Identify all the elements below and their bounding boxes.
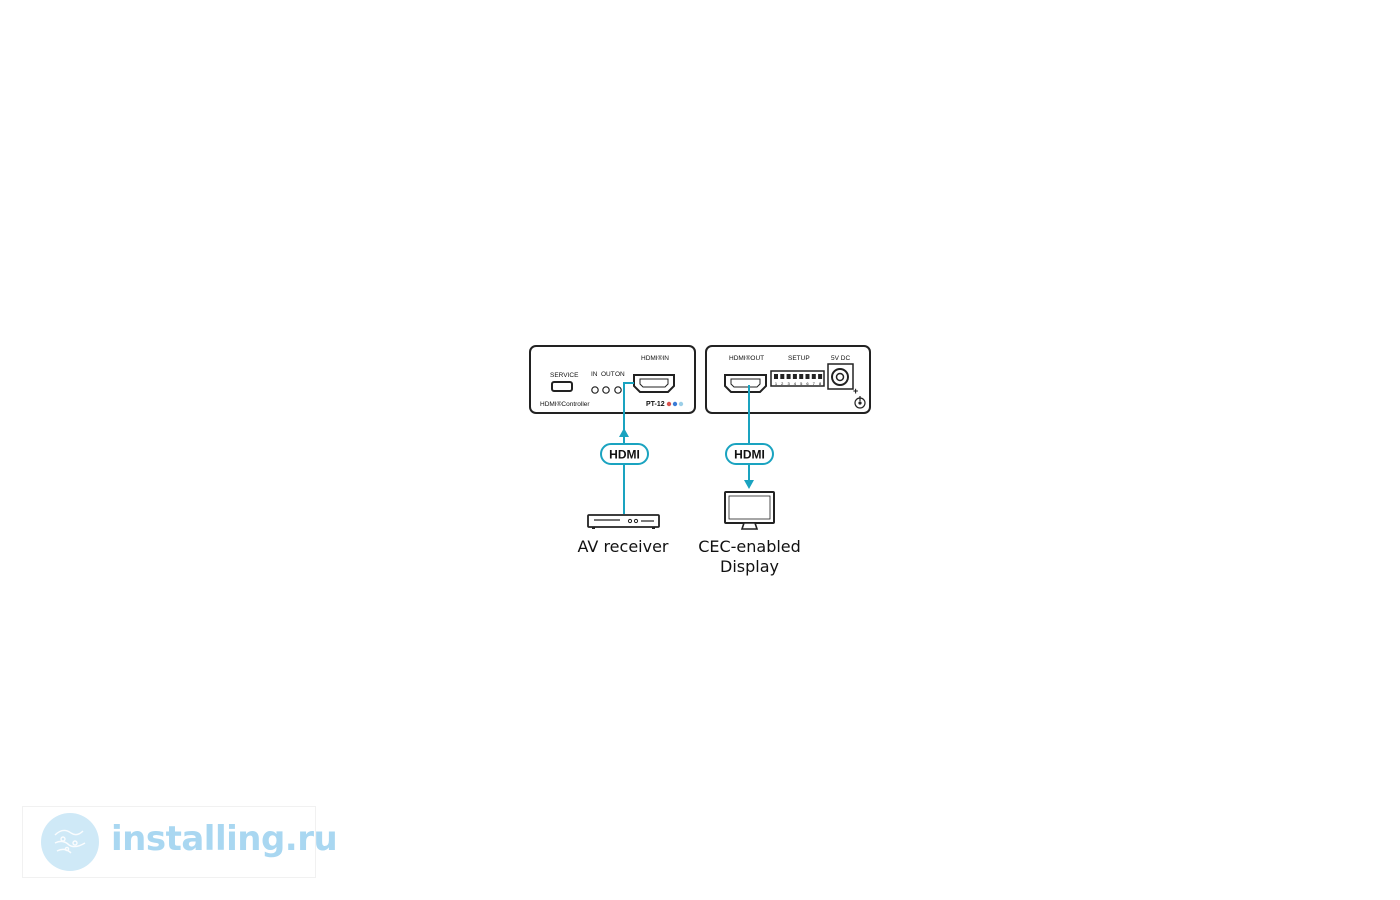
display-screen-icon	[728, 495, 771, 520]
power-label: 5V DC	[831, 355, 850, 362]
av-receiver-device: AV receiver	[578, 514, 669, 556]
led-label-out: OUT	[601, 371, 615, 378]
left-cable-label: HDMI	[609, 448, 640, 462]
controller-label: HDMI®Controller	[540, 400, 590, 408]
right-cable-pill	[725, 443, 774, 465]
hdmi-in-label: HDMI®IN	[641, 354, 669, 362]
av-receiver-button-icon	[633, 518, 639, 524]
left-cable-pill	[600, 443, 649, 465]
display-label-line1: CEC-enabled	[698, 537, 801, 556]
watermark-text: installing.ru	[111, 819, 338, 859]
brand-dot-red	[666, 401, 672, 407]
dip-switch-icon	[786, 374, 791, 379]
dip-switch-number: 1	[775, 381, 778, 386]
brand-dot-blue	[672, 401, 678, 407]
led-in-icon	[591, 386, 599, 394]
model-label: PT-12	[646, 401, 665, 408]
polarity-dot-icon	[858, 401, 862, 405]
hdmi-out-label: HDMI®OUT	[729, 354, 764, 362]
av-receiver-icon	[587, 514, 660, 528]
left-cable-line	[623, 382, 634, 514]
right-cable-arrow-icon	[744, 480, 754, 489]
dip-switch-number: 6	[806, 381, 809, 386]
dip-switch-icon	[774, 374, 778, 379]
led-out-icon	[602, 386, 610, 394]
display-stand-icon	[740, 522, 759, 530]
service-label: SERVICE	[550, 372, 579, 379]
dip-switch-icon	[799, 374, 804, 379]
dip-switch-icon	[811, 374, 816, 379]
led-label-in: IN	[591, 371, 598, 378]
transmitter-body	[529, 345, 696, 414]
transmitter-unit: SERVICE HDMI®Controller IN OUT ON HDMI®I…	[529, 345, 696, 414]
hdmi-out-port-inner	[730, 378, 761, 388]
av-receiver-label: AV receiver	[578, 537, 669, 556]
hdmi-in-port-inner	[639, 378, 669, 388]
display-device: CEC-enabled Display	[698, 491, 801, 576]
dip-switch-number: 5	[800, 381, 803, 386]
dip-switch-icon	[792, 374, 797, 379]
dip-switch-icon	[780, 374, 785, 379]
dip-switch-number: 4	[794, 381, 797, 386]
left-cable-arrow-icon	[619, 428, 629, 437]
dip-switch-number: 7	[813, 381, 816, 386]
led-label-on: ON	[615, 371, 625, 378]
led-on-icon	[614, 386, 622, 394]
power-jack-pin	[835, 372, 845, 382]
dip-switch-number: 8	[819, 381, 822, 386]
service-port-icon	[551, 381, 573, 392]
left-hdmi-cable: HDMI	[600, 382, 649, 514]
power-plus-icon: +	[853, 386, 858, 396]
av-receiver-button-icon	[627, 518, 633, 524]
right-hdmi-cable: HDMI	[725, 385, 774, 489]
dip-switch-number: 3	[787, 381, 790, 386]
dip-switch-number: 2	[781, 381, 784, 386]
dip-switch-icon	[805, 374, 810, 379]
dip-switch-block	[770, 370, 825, 387]
brand-dot-light	[678, 401, 684, 407]
display-label-line2: Display	[720, 557, 779, 576]
watermark: installing.ru	[22, 806, 338, 878]
setup-label: SETUP	[788, 355, 810, 362]
right-cable-label: HDMI	[734, 448, 765, 462]
watermark-logo-icon	[41, 813, 99, 871]
dip-switch-icon	[818, 374, 823, 379]
